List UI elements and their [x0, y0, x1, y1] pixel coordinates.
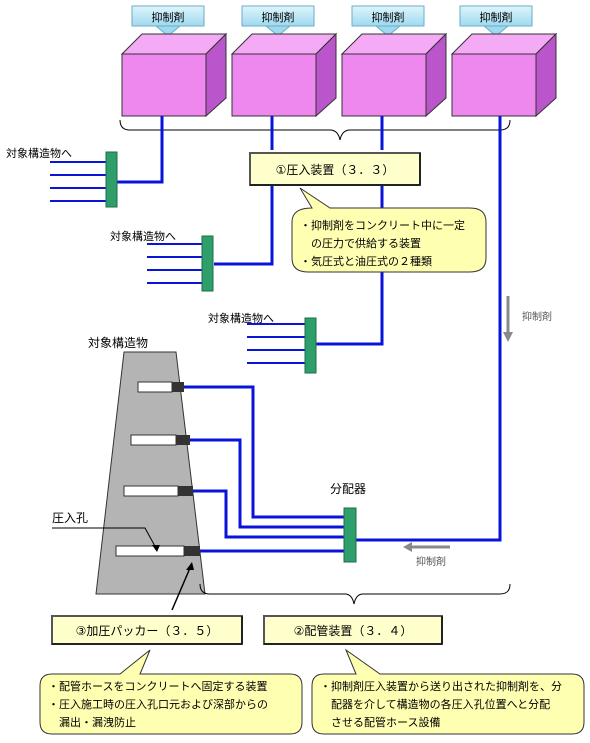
- tank-2: 抑制剤: [230, 5, 338, 118]
- distributor: [343, 507, 357, 563]
- packer-note-line-3: 漏出・漏洩防止: [48, 715, 136, 729]
- inhibitor-flow-label-2: 抑制剤: [416, 555, 446, 568]
- packer-1: [137, 381, 184, 393]
- target-structure: [95, 351, 206, 595]
- tank-4: 抑制剤: [450, 5, 558, 118]
- tank-3: 抑制剤: [340, 5, 448, 118]
- packer-4: [115, 545, 200, 557]
- hose-1: [184, 385, 344, 519]
- target-structure-label-3: 対象構造物へ: [208, 311, 274, 325]
- hose-3: [193, 489, 344, 539]
- inhibitor-input-arrow-3: 抑制剤: [351, 5, 425, 37]
- pipe-tank2-b: [214, 186, 274, 266]
- piping-note-line-2: 配器を介して構造物の各圧入孔位置へと分配: [320, 697, 550, 711]
- tank-1: 抑制剤: [120, 5, 228, 118]
- pipes: [117, 116, 502, 553]
- manifold-3: [304, 317, 317, 374]
- packer-pointer: [171, 567, 191, 611]
- injection-note-line-2: の圧力で供給する装置: [300, 236, 421, 250]
- manifold-1: [105, 151, 118, 208]
- piping-device-brace: [199, 583, 511, 605]
- inhibitor-input-arrow-4: 抑制剤: [459, 5, 533, 37]
- packer-callout: ・配管ホースをコンクリートへ固定する装置 ・圧入施工時の圧入孔口元および深部から…: [39, 649, 303, 735]
- pipe-tank1: [117, 116, 164, 184]
- target-structure-label-1: 対象構造物へ: [6, 146, 72, 160]
- inhibitor-input-arrow-1: 抑制剤: [131, 5, 205, 37]
- injection-device-brace: [119, 119, 511, 141]
- pressure-packer-box: ③加圧パッカー（３．５）: [51, 615, 243, 645]
- pressure-packer-title: ③加圧パッカー（３．５）: [76, 624, 219, 638]
- injection-device-callout: ・抑制剤をコンクリート中に一定 の圧力で供給する装置 ・気圧式と油圧式の２種類: [291, 187, 487, 273]
- packer-2: [130, 434, 190, 446]
- injection-note-line-3: ・気圧式と油圧式の２種類: [300, 254, 432, 268]
- packer-note-line-2: ・圧入施工時の圧入孔口元および深部からの: [48, 697, 268, 711]
- hose-2: [190, 438, 344, 529]
- inhibitor-label-4: 抑制剤: [480, 10, 513, 24]
- inhibitor-input-arrow-2: 抑制剤: [241, 5, 315, 37]
- injection-device-title: ①圧入装置（３．３）: [276, 163, 395, 177]
- inhibitor-label-2: 抑制剤: [262, 10, 295, 24]
- inhibitor-label-3: 抑制剤: [372, 10, 405, 24]
- manifold-outlets: [50, 161, 305, 364]
- piping-device-title: ②配管装置（３．４）: [294, 623, 413, 638]
- injection-note-line-1: ・抑制剤をコンクリート中に一定: [300, 218, 465, 232]
- inhibitor-flow-label-1: 抑制剤: [522, 310, 552, 323]
- piping-callout: ・抑制剤圧入装置から送り出された抑制剤を、分 配器を介して構造物の各圧入孔位置へ…: [311, 648, 585, 735]
- packer-3: [123, 485, 193, 497]
- distributor-label: 分配器: [330, 482, 366, 496]
- injection-device-box: ①圧入装置（３．３）: [249, 152, 421, 186]
- target-structure-title: 対象構造物: [88, 336, 148, 350]
- injection-hole-label: 圧入孔: [52, 511, 88, 525]
- injection-hole-leader: [52, 527, 157, 549]
- target-structure-label-2: 対象構造物へ: [110, 229, 176, 243]
- piping-note-line-3: させる配管ホース設備: [320, 715, 440, 729]
- inhibitor-label-1: 抑制剤: [152, 10, 185, 24]
- manifold-2: [201, 235, 214, 292]
- piping-device-box: ②配管装置（３．４）: [263, 615, 443, 645]
- inhibitor-flow-arrow-left: 抑制剤: [403, 542, 450, 568]
- pipe-tank4: [356, 116, 502, 542]
- packer-note-line-1: ・配管ホースをコンクリートへ固定する装置: [48, 679, 267, 693]
- inhibitor-flow-arrow-down: 抑制剤: [503, 296, 552, 342]
- piping-note-line-1: ・抑制剤圧入装置から送り出された抑制剤を、分: [320, 679, 562, 693]
